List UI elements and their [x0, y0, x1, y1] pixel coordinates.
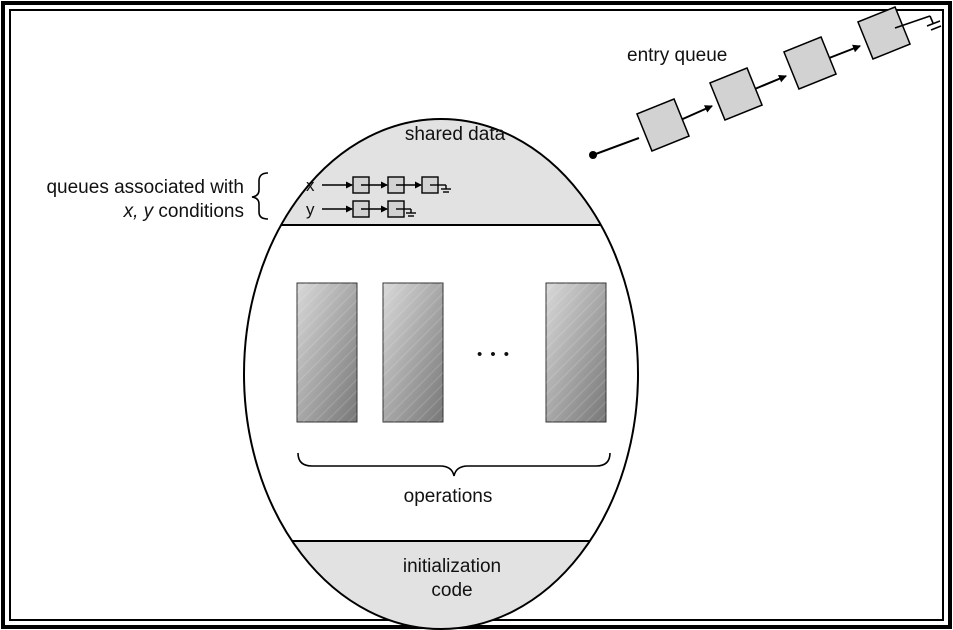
conditions-italic-xy: x, y: [123, 201, 155, 222]
entry-queue-node: [856, 5, 912, 61]
operation-box: [382, 282, 444, 423]
operations-brace: [297, 452, 611, 477]
condition-queues-label-line2: x, y conditions: [123, 201, 244, 222]
null-terminator-icon: [430, 184, 451, 193]
condition-queues-brace: [251, 172, 269, 220]
operations-label: operations: [404, 486, 493, 507]
ellipsis-dots: • • •: [477, 346, 511, 363]
queue-y-label: y: [306, 200, 315, 219]
y-condition-queue: y: [306, 200, 416, 219]
x-condition-queue: x: [306, 176, 451, 195]
null-terminator-icon: [894, 15, 942, 31]
operation-box: [545, 282, 607, 423]
entry-queue-node: [782, 35, 838, 91]
entry-queue-node: [635, 97, 691, 153]
monitor-outline: [243, 118, 639, 630]
shared-data-label: shared data: [405, 124, 506, 145]
condition-queues-label: queues associated with: [46, 177, 244, 198]
operation-box: [296, 282, 358, 423]
conditions-word: conditions: [153, 201, 244, 222]
queue-x-label: x: [306, 176, 315, 195]
null-terminator-icon: [396, 208, 416, 217]
entry-queue-node: [708, 66, 764, 122]
operations-group: [296, 282, 607, 423]
code-label: code: [431, 580, 472, 601]
entry-queue: [589, 5, 942, 159]
entry-queue-label: entry queue: [627, 45, 727, 66]
initialization-label: initialization: [403, 556, 501, 577]
